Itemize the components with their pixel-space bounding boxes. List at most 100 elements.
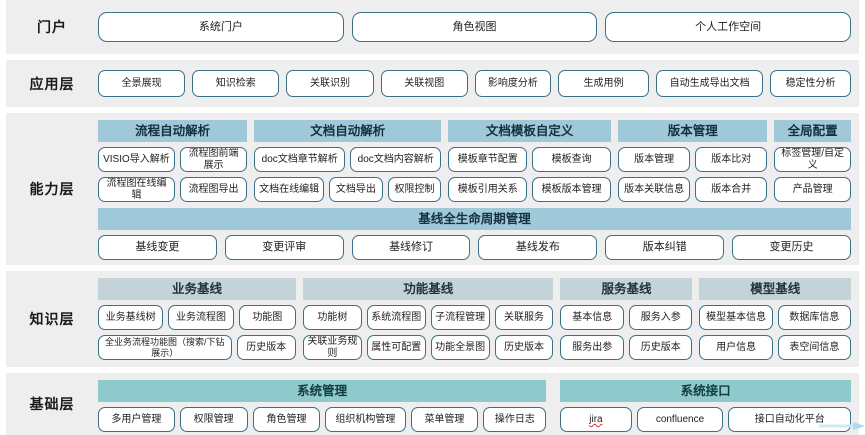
cap-item-template-reference-relation[interactable]: 模板引用关系	[448, 177, 528, 202]
app-item-impact-analysis[interactable]: 影响度分析	[474, 70, 551, 97]
cap-item-doc-chapter-parse[interactable]: doc文档章节解析	[254, 147, 346, 172]
app-item-generate-cases[interactable]: 生成用例	[557, 70, 650, 97]
kn-item-function-panorama[interactable]: 功能全景图	[430, 335, 490, 360]
capability-row: 模板章节配置 模板查询	[448, 147, 612, 172]
inf-item-role-mgmt[interactable]: 角色管理	[252, 407, 321, 432]
cap-item-version-mgmt[interactable]: 版本管理	[618, 147, 691, 172]
portal-item-row: 系统门户 角色视图 个人工作空间	[98, 12, 852, 42]
portal-item-personal-workspace[interactable]: 个人工作空间	[605, 12, 852, 42]
cap-item-template-query[interactable]: 模板查询	[532, 147, 612, 172]
app-item-relation-view[interactable]: 关联视图	[380, 70, 468, 97]
app-item-stability-analysis[interactable]: 稳定性分析	[770, 70, 851, 97]
capability-group-title-global-config: 全局配置	[774, 120, 851, 142]
cap-item-product-mgmt[interactable]: 产品管理	[774, 177, 851, 202]
layer-knowledge: 知识层 业务基线 业务基线树 业务流程图 功能图 全业务流程功能图（搜索/下钻展…	[6, 271, 859, 367]
kn-item-attribute-configurable[interactable]: 属性可配置	[366, 335, 426, 360]
layer-label-application: 应用层	[29, 75, 75, 92]
cap-item-version-compare[interactable]: 版本比对	[695, 147, 768, 172]
kn-item-model-basic-info[interactable]: 模型基本信息	[699, 305, 773, 330]
capability-group-title-doc-parsing: 文档自动解析	[254, 120, 442, 142]
kn-item-sub-process-mgmt[interactable]: 子流程管理	[430, 305, 490, 330]
knowledge-row: 基本信息 服务入参	[560, 305, 693, 330]
app-item-auto-export-doc[interactable]: 自动生成导出文档	[656, 70, 764, 97]
kn-item-basic-info[interactable]: 基本信息	[560, 305, 624, 330]
cap-item-visio-import-parse[interactable]: VISIO导入解析	[98, 147, 175, 172]
baseline-item-change-review[interactable]: 变更评审	[224, 235, 344, 260]
capability-group-title-version-mgmt: 版本管理	[618, 120, 768, 142]
inf-item-confluence[interactable]: confluence	[636, 407, 724, 432]
kn-item-system-flowchart[interactable]: 系统流程图	[366, 305, 426, 330]
kn-item-history-version-function[interactable]: 历史版本	[494, 335, 554, 360]
capability-group-doc-template: 文档模板自定义 模板章节配置 模板查询 模板引用关系 模板版本管理	[448, 120, 612, 202]
knowledge-group-service-baseline: 服务基线 基本信息 服务入参 服务出参 历史版本	[560, 278, 693, 360]
cap-item-template-chapter-config[interactable]: 模板章节配置	[448, 147, 528, 172]
cap-item-doc-online-edit[interactable]: 文档在线编辑	[254, 177, 325, 202]
infrastructure-group-row: 系统管理 多用户管理 权限管理 角色管理 组织机构管理 菜单管理 操作日志 系统…	[98, 380, 851, 432]
baseline-item-version-fix[interactable]: 版本纠错	[605, 235, 725, 260]
cap-item-doc-export[interactable]: 文档导出	[329, 177, 383, 202]
portal-item-role-view[interactable]: 角色视图	[351, 12, 598, 42]
baseline-item-change[interactable]: 基线变更	[98, 235, 217, 260]
inf-item-operation-log[interactable]: 操作日志	[483, 407, 547, 432]
inf-item-org-structure-mgmt[interactable]: 组织机构管理	[325, 407, 406, 432]
inf-item-interface-automation-platform[interactable]: 接口自动化平台	[728, 407, 851, 432]
layer-body-infrastructure: 系统管理 多用户管理 权限管理 角色管理 组织机构管理 菜单管理 操作日志 系统…	[98, 380, 851, 432]
cap-item-flowchart-export[interactable]: 流程图导出	[179, 177, 248, 202]
infrastructure-group-title-system-interface: 系统接口	[560, 380, 851, 402]
cap-item-tag-mgmt-custom[interactable]: 标签管理/自定义	[774, 147, 851, 172]
knowledge-row: 功能树 系统流程图 子流程管理 关联服务	[302, 305, 554, 330]
knowledge-group-business-baseline: 业务基线 业务基线树 业务流程图 功能图 全业务流程功能图（搜索/下钻展示） 历…	[98, 278, 296, 360]
app-item-knowledge-search[interactable]: 知识检索	[192, 70, 280, 97]
layer-infrastructure: 基础层 系统管理 多用户管理 权限管理 角色管理 组织机构管理 菜单管理 操作日…	[6, 373, 859, 435]
kn-item-history-version-service[interactable]: 历史版本	[628, 335, 693, 360]
cap-item-permission-control[interactable]: 权限控制	[387, 177, 442, 202]
capability-row: 模板引用关系 模板版本管理	[448, 177, 612, 202]
capability-row: 文档在线编辑 文档导出 权限控制	[254, 177, 442, 202]
kn-item-history-version-business[interactable]: 历史版本	[236, 335, 296, 360]
baseline-item-release[interactable]: 基线发布	[478, 235, 598, 260]
cap-item-flowchart-frontend-display[interactable]: 流程图前端展示	[179, 147, 248, 172]
capability-baseline-lifecycle-block: 基线全生命周期管理 基线变更 变更评审 基线修订 基线发布 版本纠错 变更历史	[98, 208, 851, 260]
knowledge-row: 业务基线树 业务流程图 功能图	[98, 305, 296, 330]
kn-item-related-business-rule[interactable]: 关联业务规则	[302, 335, 362, 360]
cap-item-template-version-mgmt[interactable]: 模板版本管理	[532, 177, 612, 202]
kn-item-function-chart[interactable]: 功能图	[238, 305, 296, 330]
inf-item-jira-label: jira	[589, 413, 603, 425]
app-item-relation-recognition[interactable]: 关联识别	[286, 70, 374, 97]
knowledge-row: 全业务流程功能图（搜索/下钻展示） 历史版本	[98, 335, 296, 360]
knowledge-row: 关联业务规则 属性可配置 功能全景图 历史版本	[302, 335, 554, 360]
knowledge-group-title-business-baseline: 业务基线	[98, 278, 296, 300]
layer-label-infrastructure: 基础层	[29, 396, 75, 412]
kn-item-business-flowchart[interactable]: 业务流程图	[168, 305, 234, 330]
inf-item-multi-user-mgmt[interactable]: 多用户管理	[98, 407, 175, 432]
cap-item-version-relation-info[interactable]: 版本关联信息	[618, 177, 691, 202]
kn-item-full-business-process-function-chart[interactable]: 全业务流程功能图（搜索/下钻展示）	[98, 335, 232, 360]
infrastructure-row: jira confluence 接口自动化平台	[560, 407, 851, 432]
infrastructure-row: 多用户管理 权限管理 角色管理 组织机构管理 菜单管理 操作日志	[98, 407, 547, 432]
cap-item-flowchart-online-edit[interactable]: 流程图在线编辑	[98, 177, 175, 202]
kn-item-related-service[interactable]: 关联服务	[494, 305, 554, 330]
infrastructure-group-system-mgmt: 系统管理 多用户管理 权限管理 角色管理 组织机构管理 菜单管理 操作日志	[98, 380, 547, 432]
baseline-item-change-history[interactable]: 变更历史	[732, 235, 851, 260]
knowledge-group-function-baseline: 功能基线 功能树 系统流程图 子流程管理 关联服务 关联业务规则 属性可配置 功…	[302, 278, 554, 360]
layer-capability: 能力层 流程自动解析 VISIO导入解析 流程图前端展示 流程图在线编辑 流程图…	[6, 113, 859, 265]
kn-item-business-baseline-tree[interactable]: 业务基线树	[98, 305, 164, 330]
kn-item-service-input-param[interactable]: 服务入参	[628, 305, 693, 330]
cap-item-version-merge[interactable]: 版本合并	[695, 177, 768, 202]
app-item-panorama[interactable]: 全景展现	[98, 70, 186, 97]
kn-item-database-info[interactable]: 数据库信息	[777, 305, 851, 330]
portal-item-system-portal[interactable]: 系统门户	[98, 12, 344, 42]
layer-label-capability: 能力层	[29, 181, 75, 197]
capability-group-version-mgmt: 版本管理 版本管理 版本比对 版本关联信息 版本合并	[618, 120, 768, 202]
baseline-item-revision[interactable]: 基线修订	[351, 235, 471, 260]
inf-item-permission-mgmt[interactable]: 权限管理	[179, 407, 248, 432]
kn-item-service-output-param[interactable]: 服务出参	[560, 335, 624, 360]
inf-item-menu-mgmt[interactable]: 菜单管理	[410, 407, 479, 432]
cap-item-doc-content-parse[interactable]: doc文档内容解析	[350, 147, 442, 172]
kn-item-user-info[interactable]: 用户信息	[699, 335, 773, 360]
kn-item-tablespace-info[interactable]: 表空间信息	[777, 335, 851, 360]
kn-item-function-tree[interactable]: 功能树	[302, 305, 362, 330]
application-item-row: 全景展现 知识检索 关联识别 关联视图 影响度分析 生成用例 自动生成导出文档 …	[98, 70, 851, 97]
layer-label-portal: 门户	[37, 19, 67, 35]
inf-item-jira[interactable]: jira	[560, 407, 632, 432]
